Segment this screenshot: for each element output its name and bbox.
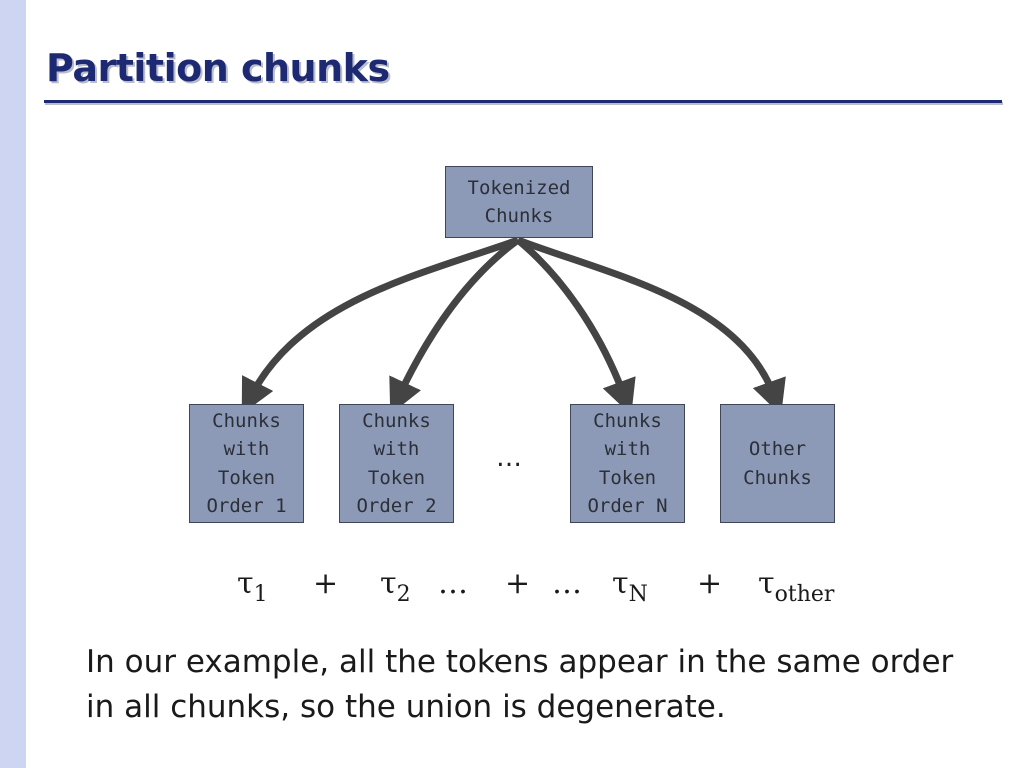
token-order-2-label: Chunks with Token Order 2	[356, 409, 437, 518]
tau-other-subscript: other	[774, 582, 835, 607]
token-order-2-node: Chunks with Token Order 2	[339, 404, 454, 523]
left-accent-bar	[0, 0, 26, 768]
tau-2: τ2	[380, 566, 411, 607]
tau-1-symbol: τ	[237, 566, 254, 601]
plus-sign-1: +	[313, 566, 339, 601]
tau-other: τother	[758, 566, 834, 607]
plus-sign-3: +	[697, 566, 723, 601]
formula-ellipsis-1: …	[438, 566, 468, 601]
tau-2-symbol: τ	[380, 566, 397, 601]
token-order-n-node: Chunks with Token Order N	[570, 404, 685, 523]
token-order-1-node: Chunks with Token Order 1	[189, 404, 304, 523]
formula-ellipsis-2: …	[552, 566, 582, 601]
arrow-to-order-2	[389, 237, 521, 415]
tau-n: τN	[612, 566, 648, 607]
plus-sign-2: +	[505, 566, 531, 601]
tokenized-chunks-label: Tokenized Chunks	[467, 176, 571, 228]
tau-n-subscript: N	[628, 582, 648, 607]
tau-1: τ1	[237, 566, 268, 607]
tokenized-chunks-node: Tokenized Chunks	[445, 166, 593, 238]
tau-1-subscript: 1	[253, 582, 268, 607]
token-order-1-label: Chunks with Token Order 1	[206, 409, 287, 518]
token-order-n-label: Chunks with Token Order N	[587, 409, 668, 518]
tau-2-subscript: 2	[396, 582, 411, 607]
arrow-to-other	[516, 236, 786, 416]
arrow-to-order-1	[241, 236, 520, 415]
slide-title: Partition chunks	[46, 46, 390, 90]
tau-other-symbol: τ	[758, 566, 775, 601]
tau-n-symbol: τ	[612, 566, 629, 601]
explanation-text: In our example, all the tokens appear in…	[86, 644, 954, 725]
node-gap-ellipsis: …	[496, 443, 522, 473]
arrow-to-order-n	[515, 237, 636, 416]
other-chunks-node: Other Chunks	[720, 404, 835, 523]
other-chunks-label: Other Chunks	[743, 438, 812, 489]
title-underline	[44, 100, 1002, 103]
